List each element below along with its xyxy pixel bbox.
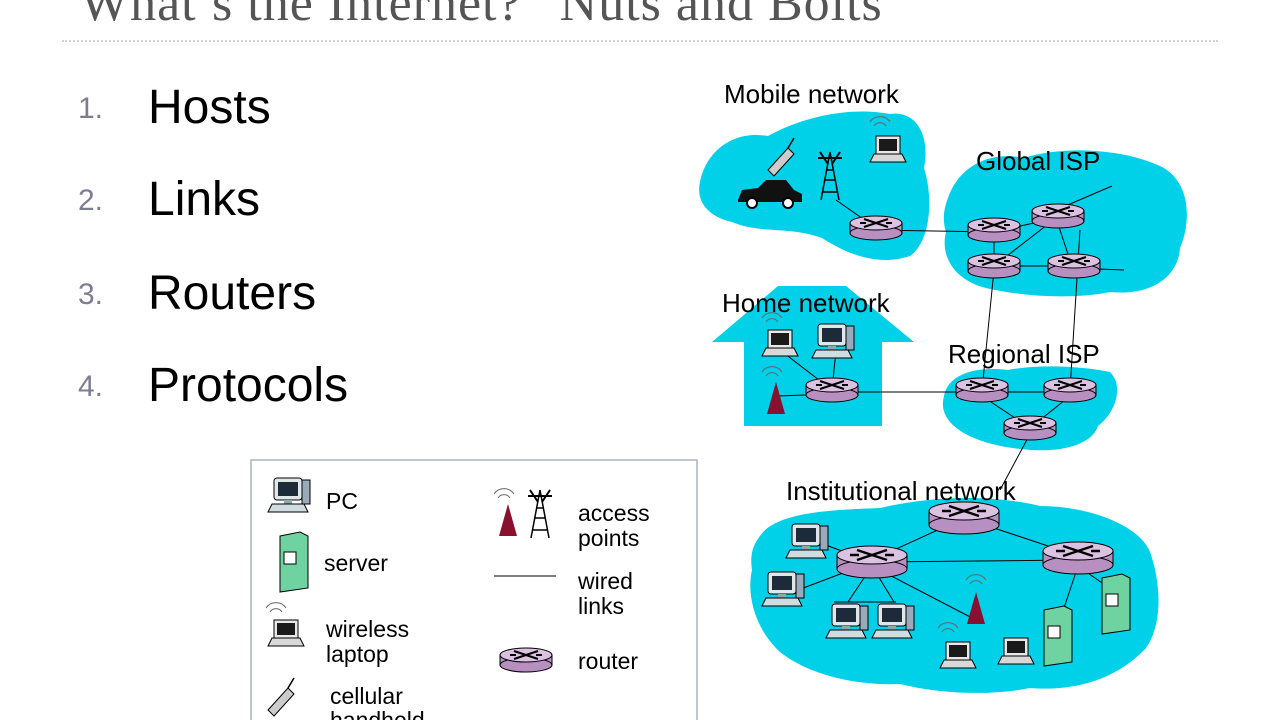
legend-wired-label: wired	[577, 568, 633, 594]
legend-handheld-label: handheld	[330, 707, 425, 720]
list-item-protocols: Protocols	[148, 359, 349, 412]
legend-access-label: access	[578, 500, 650, 526]
legend-wireless-label: wireless	[325, 616, 409, 642]
slide-title: What’s the Internet? “Nuts and Bolts”	[80, 0, 907, 32]
list-number-4: 4.	[78, 370, 104, 403]
home-network-label: Home network	[722, 288, 891, 318]
legend-points-label: points	[578, 525, 639, 551]
institution-server-1-icon	[1043, 605, 1073, 667]
router-institutional-3	[1041, 540, 1115, 576]
router-global-4	[1047, 253, 1101, 279]
legend-box	[250, 459, 698, 720]
institution-pc-4-icon	[871, 603, 915, 639]
mobile-network-label: Mobile network	[724, 79, 900, 109]
router-mobile	[849, 215, 903, 241]
list-item-routers: Routers	[148, 267, 317, 320]
list-item-hosts: Hosts	[148, 81, 271, 134]
home-pc-icon	[811, 323, 855, 359]
router-regional-3	[1003, 415, 1057, 441]
institution-pc-1-icon	[785, 523, 829, 559]
legend-server-label: server	[324, 550, 388, 576]
list-number-1: 1.	[78, 92, 104, 125]
legend-cellular-label: cellular	[330, 683, 403, 709]
router-global-1	[967, 217, 1021, 243]
institution-pc-3-icon	[825, 603, 869, 639]
router-regional-1	[955, 377, 1009, 403]
regional-isp-label: Regional ISP	[948, 339, 1100, 369]
institution-server-2-icon	[1101, 573, 1131, 635]
legend-links-label: links	[578, 593, 624, 619]
router-global-3	[967, 253, 1021, 279]
institution-pc-2-icon	[761, 571, 805, 607]
router-home	[805, 377, 859, 403]
router-global-2	[1031, 203, 1085, 229]
list-item-links: Links	[148, 173, 261, 226]
router-regional-2	[1043, 377, 1097, 403]
global-isp-label: Global ISP	[976, 146, 1100, 176]
institutional-network-label: Institutional network	[786, 476, 1017, 506]
legend-pc-icon	[267, 477, 311, 513]
legend-server-icon	[279, 531, 309, 593]
legend-router-icon	[499, 647, 553, 673]
legend-pc-label: PC	[326, 488, 358, 514]
legend-laptop-label: laptop	[326, 641, 389, 667]
legend-router-label: router	[578, 648, 638, 674]
router-institutional-2	[835, 544, 909, 580]
title-divider	[62, 40, 1218, 42]
router-institutional-1	[927, 500, 1001, 536]
list-number-3: 3.	[78, 278, 104, 311]
list-number-2: 2.	[78, 184, 104, 217]
